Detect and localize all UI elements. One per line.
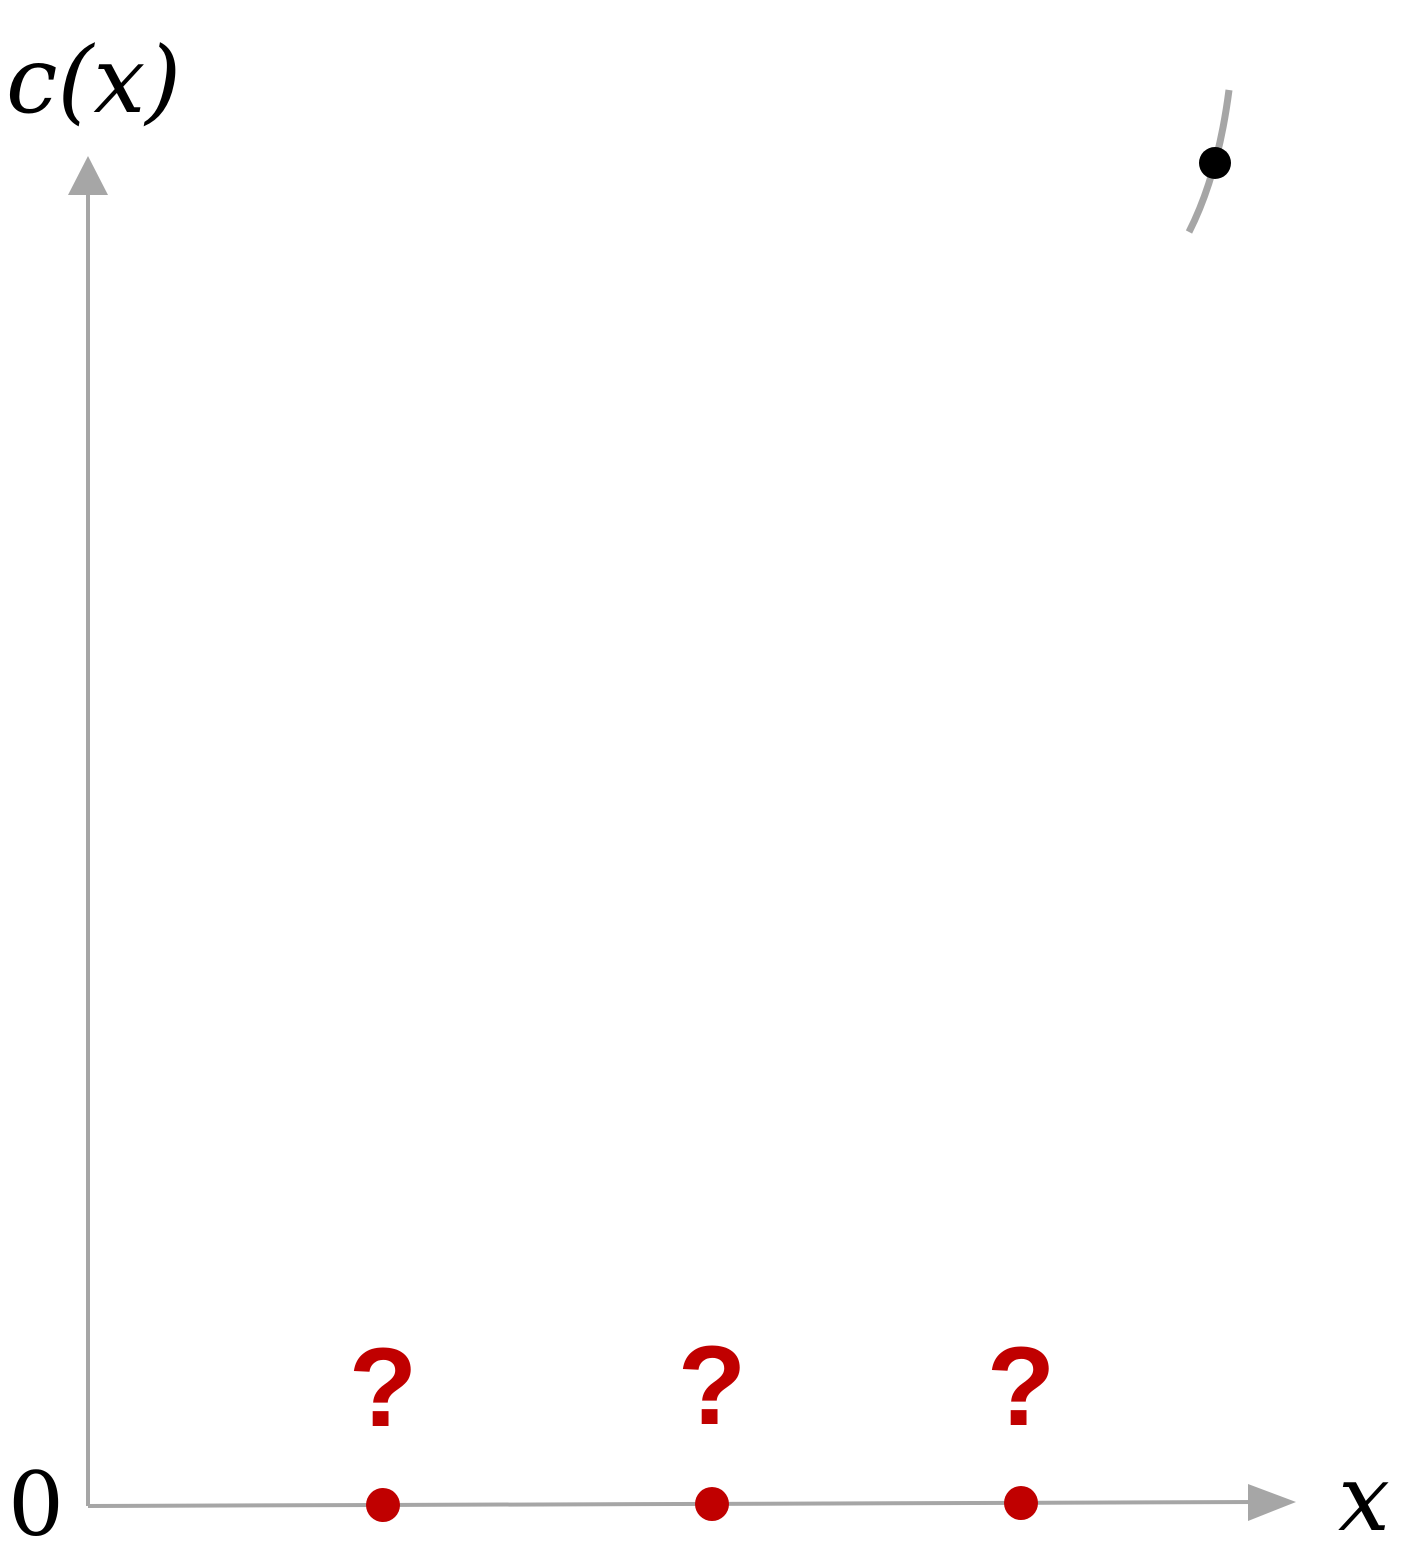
marker-group-1: ?	[349, 1325, 417, 1522]
curve-point	[1199, 147, 1231, 179]
question-mark-3: ?	[987, 1324, 1055, 1449]
x-axis-label: x	[1338, 1445, 1390, 1550]
y-axis-label: c(x)	[6, 27, 181, 134]
x-axis-line	[87, 1500, 1259, 1508]
marker-point-2	[695, 1487, 729, 1521]
y-axis-arrowhead	[68, 156, 108, 195]
question-mark-2: ?	[678, 1323, 746, 1448]
marker-point-1	[366, 1488, 400, 1522]
origin-label: 0	[8, 1453, 64, 1550]
question-mark-1: ?	[349, 1325, 417, 1450]
marker-group-3: ?	[987, 1324, 1055, 1520]
marker-group-2: ?	[678, 1323, 746, 1521]
x-axis-arrowhead	[1248, 1484, 1296, 1521]
marker-point-3	[1004, 1486, 1038, 1520]
